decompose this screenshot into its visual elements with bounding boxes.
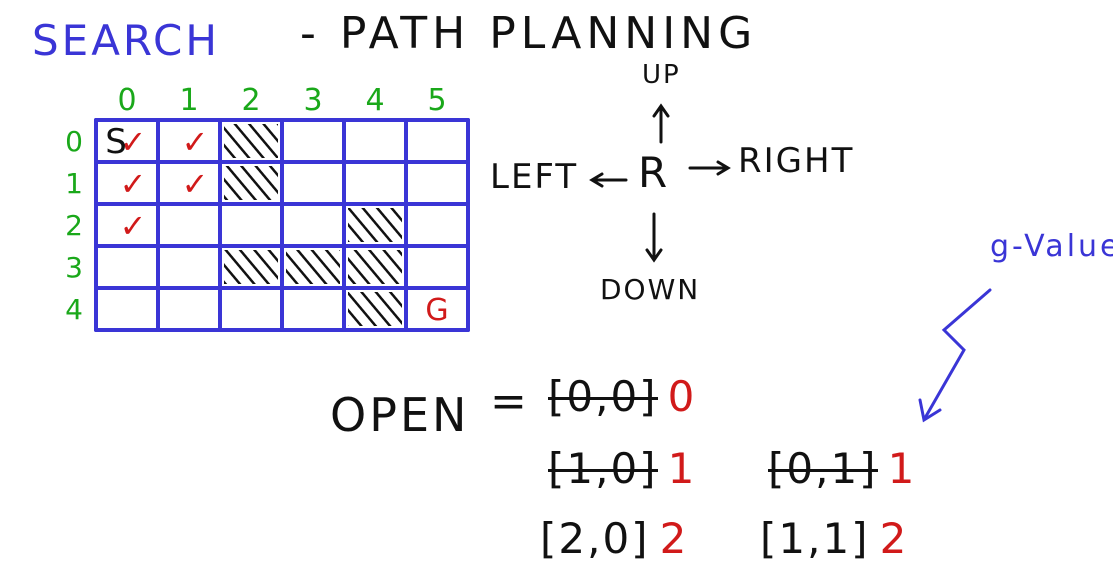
open-entry-g: 2 — [659, 514, 690, 563]
open-entry-coord: [0,1] — [768, 444, 878, 493]
direction-right-label: RIGHT — [738, 141, 855, 181]
row-label: 4 — [65, 293, 83, 326]
open-list-equals: = — [490, 376, 530, 427]
direction-up-label: UP — [642, 60, 681, 90]
right-arrow-head — [716, 160, 731, 176]
column-label: 4 — [365, 83, 384, 118]
check-mark: ✓ — [182, 123, 209, 161]
left-arrow-head — [589, 172, 604, 188]
check-mark: ✓ — [120, 123, 147, 161]
check-mark: ✓ — [182, 165, 209, 203]
open-entry-coord: [2,0] — [540, 514, 650, 563]
open-entry: [0,1]1 — [768, 448, 917, 490]
check-mark: ✓ — [120, 165, 147, 203]
open-entry: [0,0]0 — [548, 376, 697, 418]
column-label: 2 — [241, 83, 260, 118]
obstacle-cell — [348, 208, 402, 242]
title-path-planning: - PATH PLANNING — [300, 8, 758, 59]
open-entry-g: 1 — [667, 444, 698, 493]
row-label: 3 — [65, 251, 83, 284]
obstacle-cell — [224, 166, 278, 200]
open-entry-g: 1 — [887, 444, 918, 493]
open-entry: [1,0]1 — [548, 448, 697, 490]
obstacle-cell — [224, 250, 278, 284]
direction-arrows — [589, 103, 731, 263]
column-label: 1 — [179, 83, 198, 118]
up-arrow-head — [652, 103, 670, 118]
row-label: 1 — [65, 167, 83, 200]
obstacle-cell — [348, 250, 402, 284]
title-search: SEARCH — [32, 16, 220, 65]
open-entry-coord: [1,1] — [760, 514, 870, 563]
open-entry-g: 2 — [879, 514, 910, 563]
direction-left-label: LEFT — [490, 157, 579, 197]
column-label: 0 — [117, 83, 136, 118]
obstacle-cell — [286, 250, 340, 284]
down-arrow-head — [645, 248, 663, 263]
check-mark: ✓ — [120, 207, 147, 245]
robot-label: R — [638, 148, 670, 197]
row-label: 2 — [65, 209, 83, 242]
g-value-arrow — [918, 288, 992, 423]
direction-down-label: DOWN — [600, 273, 701, 306]
row-label: 0 — [65, 125, 83, 158]
g-value-label: g-Value — [990, 229, 1113, 264]
obstacle-cell — [224, 124, 278, 158]
open-entry-g: 0 — [667, 372, 698, 421]
obstacle-cell — [348, 292, 402, 326]
open-entry: [1,1]2 — [760, 518, 909, 560]
open-entry-coord: [1,0] — [548, 444, 658, 493]
start-cell-label: S — [105, 122, 127, 162]
open-list-label: OPEN — [330, 388, 470, 442]
column-label: 3 — [303, 83, 322, 118]
goal-cell-label: G — [425, 293, 448, 328]
open-entry: [2,0]2 — [540, 518, 689, 560]
open-entry-coord: [0,0] — [548, 372, 658, 421]
column-label: 5 — [427, 83, 446, 118]
